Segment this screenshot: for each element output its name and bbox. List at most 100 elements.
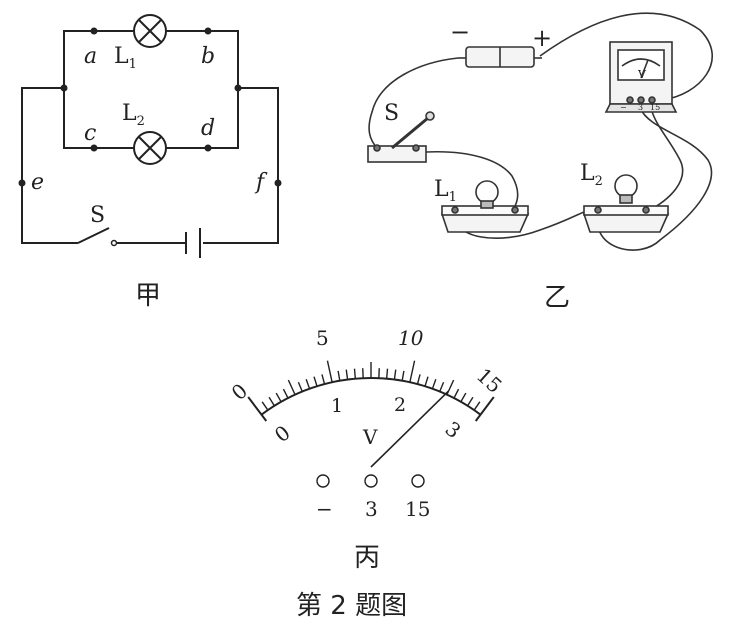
node-c-dot xyxy=(90,144,98,152)
schematic-jia-labels: a b c d e f L1 L2 S 甲 xyxy=(31,44,268,311)
lamp-l1-label: L1 xyxy=(114,44,137,72)
dial-tick xyxy=(326,360,333,383)
figure-bing-label: 丙 xyxy=(354,543,380,573)
voltmeter-terminal-3: 3 xyxy=(638,103,643,112)
terminal-3-circle xyxy=(364,474,378,488)
wire-bottom-branch xyxy=(63,88,134,149)
dial-scale-ticks xyxy=(247,360,495,416)
figure-caption: 第 2 题图 xyxy=(296,591,407,621)
schematic-jia-dots xyxy=(18,27,282,247)
battery-plus-label: + xyxy=(532,24,552,52)
dial-tick xyxy=(313,376,318,387)
schematic-jia xyxy=(21,14,279,258)
lamp-l1-bulb xyxy=(475,180,499,204)
dial-tick xyxy=(473,401,481,411)
dial-tick xyxy=(287,379,296,395)
terminal-minus-circle xyxy=(316,474,330,488)
dial-tick xyxy=(337,370,341,381)
dial-tick xyxy=(467,396,474,407)
lamp-l2-board xyxy=(582,213,670,233)
voltmeter-face xyxy=(617,49,665,81)
wire-l2-to-meter-3 xyxy=(645,107,684,213)
wire-top-branch xyxy=(63,30,134,88)
dial-tick xyxy=(282,388,289,399)
lamp-l2-symbol xyxy=(133,131,167,165)
outer-scale-0: 0 xyxy=(227,379,253,405)
figure-jia-label: 甲 xyxy=(135,281,161,311)
switch-s-label: S xyxy=(90,203,105,228)
lamp-l1-board xyxy=(440,213,530,233)
lamp-l1-label-yi: L1 xyxy=(434,177,457,205)
dial-tick xyxy=(431,379,437,389)
wire-switch-to-l1 xyxy=(425,150,519,207)
dial-tick xyxy=(460,392,467,403)
dial-tick xyxy=(321,374,326,385)
dial-tick xyxy=(268,396,275,407)
voltmeter-unit-label: V xyxy=(637,68,647,81)
outer-scale-5: 5 xyxy=(316,326,329,350)
terminal-minus-label: − xyxy=(316,497,333,521)
terminal-3-label: 3 xyxy=(365,497,378,521)
switch-lever xyxy=(391,116,429,150)
outer-scale-15: 15 xyxy=(472,363,507,398)
node-e-dot xyxy=(18,179,26,187)
dial-bing: 0 5 10 15 0 1 2 3 V − 3 15 丙 xyxy=(227,326,507,573)
node-b-dot xyxy=(204,27,212,35)
dial-tick xyxy=(416,374,421,385)
voltmeter-terminal-minus: − xyxy=(620,103,627,112)
dial-tick xyxy=(353,368,357,379)
terminal-15-circle xyxy=(411,474,425,488)
switch-blade xyxy=(77,227,110,244)
dial-tick xyxy=(345,369,349,380)
node-f-dot xyxy=(274,179,282,187)
lamp-l2-label-yi: L2 xyxy=(580,161,603,189)
node-a-dot xyxy=(90,27,98,35)
lamp-l2-label: L2 xyxy=(122,101,145,129)
wiring-yi xyxy=(367,12,713,251)
dial-tick xyxy=(305,379,311,389)
junction-left-dot xyxy=(60,84,68,92)
node-a-label: a xyxy=(84,44,97,69)
wire-outer-right xyxy=(203,87,279,244)
inner-scale-1: 1 xyxy=(331,395,343,417)
battery-minus-label: − xyxy=(450,18,470,46)
voltmeter-terminal-15: 15 xyxy=(650,103,660,112)
switch-base xyxy=(367,145,427,163)
dial-scale-left-end xyxy=(247,396,268,422)
node-c-label: c xyxy=(84,121,96,146)
wire-bottom-branch-right xyxy=(166,88,239,149)
node-e-label: e xyxy=(31,170,44,195)
node-d-label: d xyxy=(201,116,215,141)
wire-l2-to-meter-minus xyxy=(596,107,713,251)
lamp-l2-bulb xyxy=(614,174,638,198)
inner-scale-3: 3 xyxy=(441,416,466,443)
wiring-yi-labels: − + S L1 L2 V − 3 15 乙 xyxy=(384,18,660,313)
dial-scale-arc xyxy=(260,377,482,416)
dial-unit-label: V xyxy=(362,425,378,449)
dial-tick xyxy=(393,369,397,380)
inner-scale-0: 0 xyxy=(270,420,295,447)
dial-needle xyxy=(370,390,450,468)
outer-scale-10: 10 xyxy=(398,326,424,350)
dial-tick xyxy=(439,381,445,392)
terminal-15-label: 15 xyxy=(405,497,430,521)
node-d-dot xyxy=(204,144,212,152)
node-b-label: b xyxy=(201,44,215,69)
wire-battery-plus-to-meter xyxy=(539,12,713,101)
dial-tick xyxy=(385,368,389,379)
figure-yi-label: 乙 xyxy=(544,283,570,313)
dial-tick xyxy=(297,381,303,392)
dial-tick xyxy=(424,376,429,387)
dial-tick xyxy=(453,388,460,399)
dial-tick xyxy=(409,360,416,383)
wire-battery-minus-to-switch xyxy=(368,57,459,149)
dial-tick xyxy=(261,401,269,411)
switch-pivot-dot xyxy=(110,239,118,247)
wire-outer-left xyxy=(21,87,78,244)
dial-tick xyxy=(401,370,405,381)
dial-scale-right-end xyxy=(474,396,495,422)
junction-right-dot xyxy=(234,84,242,92)
switch-s-label-yi: S xyxy=(384,101,399,126)
dial-tick xyxy=(275,392,282,403)
